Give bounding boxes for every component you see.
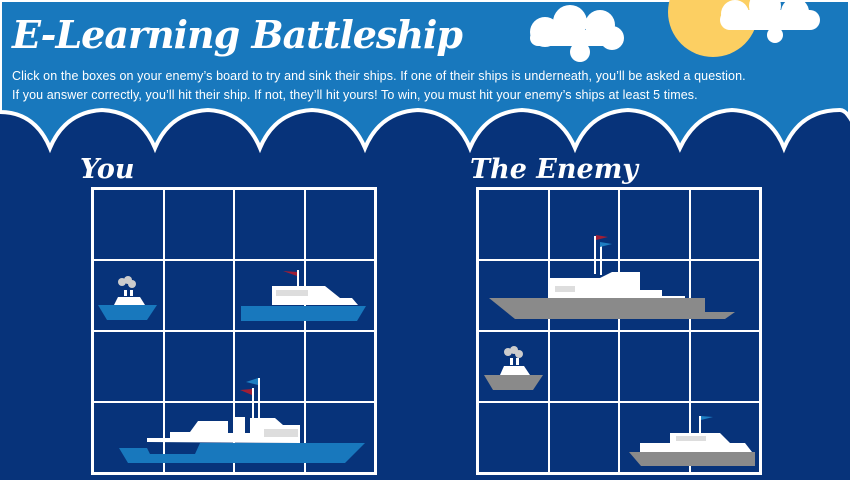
you-board-cell-r3c2 [163,331,234,402]
you-board-cell-r4c1 [93,402,164,473]
you-board-cell-r4c2 [163,402,234,473]
enemy-board-cell-r4c1[interactable] [478,402,549,473]
sky-background [0,0,850,160]
you-board-cell-r2c1 [93,260,164,331]
you-board-cell-r4c3 [234,402,305,473]
enemy-board-cell-r2c3[interactable] [619,260,690,331]
you-board-cell-r1c3 [234,189,305,260]
enemy-board-cell-r3c2[interactable] [548,331,619,402]
wave-border [0,0,850,154]
you-board-cell-r1c4 [304,189,375,260]
enemy-board-cell-r4c2[interactable] [548,402,619,473]
enemy-board-cell-r3c3[interactable] [619,331,690,402]
you-board-cell-r3c3 [234,331,305,402]
enemy-board-cell-r1c1[interactable] [478,189,549,260]
enemy-board-cell-r1c2[interactable] [548,189,619,260]
you-board-cell-r2c2 [163,260,234,331]
instructions-line-1: Click on the boxes on your enemy’s board… [12,69,746,83]
enemy-board [476,187,762,475]
you-board-cell-r4c4 [304,402,375,473]
you-board-cell-r1c2 [163,189,234,260]
cloud-icon [720,0,820,43]
you-board-cell-r2c3 [234,260,305,331]
enemy-board-label: The Enemy [470,154,638,185]
player-board [91,187,377,475]
instructions-line-2: If you answer correctly, you’ll hit thei… [12,88,698,102]
enemy-board-cell-r1c3[interactable] [619,189,690,260]
you-board-cell-r3c4 [304,331,375,402]
enemy-board-cell-r2c2[interactable] [548,260,619,331]
enemy-board-cell-r3c4[interactable] [689,331,760,402]
enemy-board-cell-r2c1[interactable] [478,260,549,331]
page-title: E-Learning Battleship [12,12,463,57]
enemy-board-cell-r4c3[interactable] [619,402,690,473]
you-board-cell-r1c1 [93,189,164,260]
cloud-icon [530,5,624,62]
enemy-board-cell-r3c1[interactable] [478,331,549,402]
you-board-cell-r3c1 [93,331,164,402]
enemy-board-cell-r4c4[interactable] [689,402,760,473]
enemy-board-cell-r1c4[interactable] [689,189,760,260]
enemy-board-cell-r2c4[interactable] [689,260,760,331]
player-board-label: You [80,154,135,185]
you-board-cell-r2c4 [304,260,375,331]
